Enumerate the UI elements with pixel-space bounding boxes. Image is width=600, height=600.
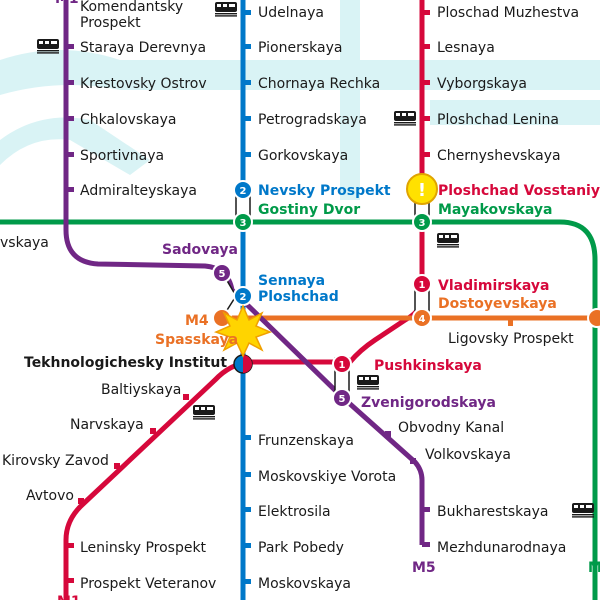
line-badges: M1 M4 M5 M1 M3	[55, 0, 600, 600]
line-number-4: 4	[419, 314, 426, 325]
station-label: Ligovsky Prospekt	[448, 331, 574, 347]
station-label: Volkovskaya	[425, 447, 511, 463]
labels-line5-north: Komendantsky Prospekt Staraya Derevnya K…	[80, 0, 207, 199]
station-label: Ploshchad	[258, 289, 339, 305]
station-label: Dostoyevskaya	[438, 296, 557, 312]
station-label: Kirovsky Zavod	[2, 453, 109, 469]
labels-line1-south: Baltiyskaya Narvskaya Kirovsky Zavod Avt…	[2, 382, 216, 592]
station-label: Bukharestskaya	[437, 504, 548, 520]
line-number-5: 5	[339, 394, 346, 405]
interchange-nevsky: 2 3	[233, 180, 253, 232]
station-label: Sadovaya	[162, 242, 238, 258]
labels-line5-south: Obvodny Kanal Volkovskaya Bukharestskaya…	[398, 420, 566, 556]
station-label: Pushkinskaya	[374, 358, 482, 374]
station-label: Baltiyskaya	[101, 382, 181, 398]
station-label: Frunzenskaya	[258, 433, 354, 449]
station-label: Mayakovskaya	[438, 202, 552, 218]
station-label: Staraya Derevnya	[80, 40, 206, 56]
interchange-vladimirskaya: 1 4	[412, 274, 432, 328]
badge-m4: M4	[185, 313, 209, 329]
station-label: Vyborgskaya	[437, 76, 527, 92]
badge-m1-bottom: M1	[57, 594, 81, 600]
station-label: Krestovsky Ostrov	[80, 76, 207, 92]
water-areas	[0, 0, 600, 200]
station-label: Prospekt	[80, 15, 141, 31]
train-icon	[572, 503, 594, 518]
labels-line2-south: Frunzenskaya Moskovskiye Vorota Elektros…	[258, 433, 396, 592]
station-label: Gostiny Dvor	[258, 202, 360, 218]
train-icon	[215, 2, 237, 17]
train-icon	[437, 233, 459, 248]
station-label: Narvskaya	[70, 417, 144, 433]
line-number-5: 5	[219, 269, 226, 280]
station-label: Leninsky Prospekt	[80, 540, 207, 556]
station-label: vskaya	[0, 235, 49, 251]
station-label: Admiralteyskaya	[80, 183, 197, 199]
interchange-right	[587, 308, 600, 328]
badge-m3-right: M3	[588, 560, 600, 576]
station-label: Avtovo	[26, 488, 74, 504]
station-label: Vladimirskaya	[438, 278, 549, 294]
station-label: Chernyshevskaya	[437, 148, 561, 164]
interchange-pushkinskaya: 1 5	[332, 354, 352, 408]
station-label: Elektrosila	[258, 504, 331, 520]
station-label: Zvenigorodskaya	[361, 395, 496, 411]
station-label: Gorkovskaya	[258, 148, 348, 164]
station-label: Moskovskiye Vorota	[258, 469, 396, 485]
train-icon	[357, 375, 379, 390]
line-number-1: 1	[419, 280, 426, 291]
station-label: Obvodny Kanal	[398, 420, 504, 436]
station-label: Ploschad Muzhestva	[437, 5, 579, 21]
line-number-2: 2	[240, 292, 247, 303]
station-ticks	[66, 10, 513, 584]
station-label: Komendantsky	[80, 0, 183, 15]
labels-line2-north: Udelnaya Pionerskaya Chornaya Rechka Pet…	[258, 5, 380, 164]
labels-centre: Nevsky Prospekt Gostiny Dvor Ploshchad V…	[0, 183, 600, 411]
warning-mark: !	[418, 180, 426, 201]
accident-star-icon[interactable]	[213, 304, 273, 358]
station-label: Sportivnaya	[80, 148, 164, 164]
station-label: Moskovskaya	[258, 576, 351, 592]
badge-m5: M5	[412, 560, 436, 576]
train-icon	[394, 111, 416, 126]
train-icon	[193, 405, 215, 420]
station-label: Sennaya	[258, 273, 325, 289]
interchange-vosstaniya: 3	[412, 212, 432, 232]
labels-line1-north: Ploschad Muzhestva Lesnaya Vyborgskaya P…	[437, 5, 579, 164]
station-label: Tekhnologichesky Institut	[24, 355, 227, 371]
station-label: Chkalovskaya	[80, 112, 176, 128]
station-label: Mezhdunarodnaya	[437, 540, 566, 556]
line-number-3: 3	[419, 218, 426, 229]
station-label: Ploshchad Vosstaniya	[438, 183, 600, 199]
station-label: Nevsky Prospekt	[258, 183, 391, 199]
station-label: Ploshchad Lenina	[437, 112, 559, 128]
station-label: Spasskaya	[155, 332, 238, 348]
warning-icon[interactable]: !	[406, 173, 438, 205]
badge-m5-top: M1	[55, 0, 79, 7]
line-3-route	[0, 219, 598, 600]
station-label: Prospekt Veteranov	[80, 576, 216, 592]
station-label: Pionerskaya	[258, 40, 342, 56]
station-label: Lesnaya	[437, 40, 495, 56]
line-number-2: 2	[240, 186, 247, 197]
station-label: Park Pobedy	[258, 540, 344, 556]
interchange-tekhnologichesky	[233, 354, 253, 374]
station-label: Petrogradskaya	[258, 112, 367, 128]
station-label: Udelnaya	[258, 5, 324, 21]
station-label: Chornaya Rechka	[258, 76, 380, 92]
line-number-3: 3	[240, 218, 247, 229]
line-number-1: 1	[339, 360, 346, 371]
